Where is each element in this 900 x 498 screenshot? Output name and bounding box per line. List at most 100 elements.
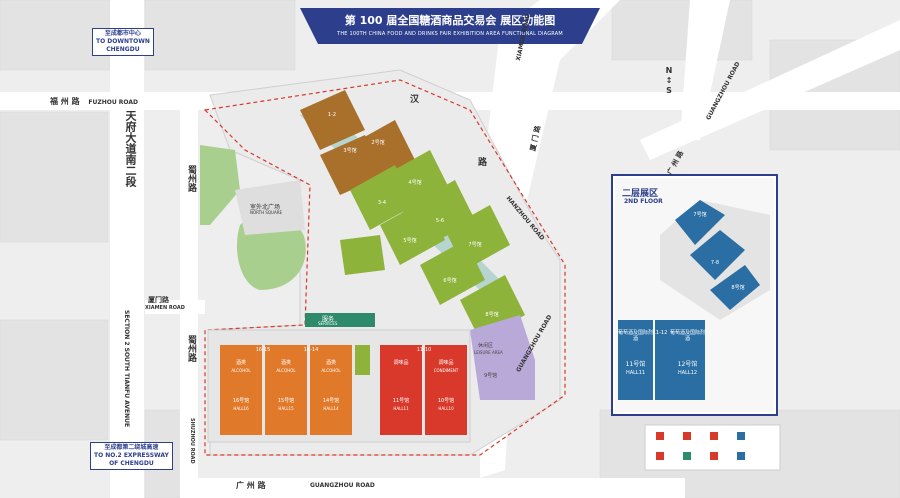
title-en: THE 100TH CHINA FOOD AND DRINKS FAIR EXH…	[337, 31, 563, 37]
expressway-cn: 至成都第二绕城高速	[104, 444, 159, 451]
floor2-hall-label: 葡萄酒及国际烈酒	[618, 330, 654, 342]
bottom-hall-number-en: HALL16	[233, 406, 249, 411]
bottom-hall-cn: 酒类	[280, 360, 291, 366]
tianfu-avenue-cn: 天府大道南二段	[124, 110, 137, 187]
north-square	[235, 180, 305, 235]
floor2-hall	[675, 200, 725, 245]
compass-arrow-icon: ↕	[665, 76, 673, 85]
expressway-en1: TO NO.2 EXPRESSWAY	[94, 452, 169, 459]
compass: N ↕ S	[663, 66, 675, 96]
bottom-hall-number-en: HALL15	[278, 406, 294, 411]
leisure-area	[470, 315, 535, 400]
top-hall-label: 3号馆	[343, 148, 357, 154]
hanzhou-road-cn-a: 汉	[410, 95, 420, 105]
top-hall-label: 5-6	[435, 218, 445, 224]
hall-block	[425, 345, 467, 435]
guangzhou-road-cn: 广 州 路	[236, 481, 266, 490]
hall-block	[265, 345, 307, 435]
floor2-hall	[670, 320, 705, 400]
floor2-hall-span: 11-12	[652, 330, 668, 336]
traffic-route	[203, 79, 566, 456]
top-halls	[300, 90, 525, 340]
floor2-hall	[618, 320, 653, 400]
small-hall	[340, 235, 385, 275]
floor2-hall	[690, 230, 745, 280]
tianfu-avenue-en: SECTION 2 SOUTH TIANFU AVENUE	[123, 310, 130, 428]
fuzhou-road-cn: 福 州 路	[50, 97, 80, 106]
legend-icons	[656, 432, 745, 460]
top-hall-label: 1-2	[327, 112, 337, 118]
bottom-hall-en: CONDIMENT	[433, 368, 459, 373]
leisure-area-hall: 9号馆	[484, 373, 498, 379]
bottom-hall-number-en: HALL14	[323, 406, 339, 411]
hall-block	[300, 90, 365, 150]
bottom-hall-number: 15号馆	[277, 398, 295, 404]
services-label-en: SERVICES	[318, 321, 338, 326]
map-title: 第 100 届全国糖酒商品交易会 展区功能图 THE 100TH CHINA F…	[300, 8, 600, 44]
downtown-en1: TO DOWNTOWN	[96, 38, 150, 45]
bottom-hall-cn: 调味品	[438, 360, 454, 366]
services-block	[305, 313, 375, 327]
expressway-sign: 至成都第二绕城高速 TO NO.2 EXPRESSWAY OF CHENGDU	[90, 442, 173, 470]
fuzhou-road-en: FUZHOU ROAD	[88, 99, 138, 106]
bottom-hall-en: ALCOHOL	[231, 368, 251, 373]
top-hall-label: 2号馆	[371, 140, 385, 146]
compass-n: N	[665, 66, 673, 75]
top-hall-label: 8号馆	[485, 312, 499, 318]
bottom-hall-number-en: HALL11	[393, 406, 409, 411]
floor2-hall	[710, 265, 760, 310]
bottom-hall-number: 11号馆	[392, 398, 410, 404]
floor2-hall-label: 葡萄酒及国际烈酒	[670, 330, 706, 342]
floor2-top-hall: 7号馆	[693, 212, 707, 218]
park-area	[200, 145, 240, 225]
bottom-hall-cn: 酒类	[325, 360, 336, 366]
downtown-sign: 至成都市中心 TO DOWNTOWN CHENGDU	[92, 28, 154, 56]
floor2-top-span: 7-8	[710, 260, 720, 266]
downtown-cn: 至成都市中心	[104, 30, 141, 37]
floor2-top-hall: 8号馆	[731, 285, 745, 291]
bottom-hall-en: ALCOHOL	[321, 368, 341, 373]
hall-block	[310, 345, 352, 435]
bottom-hall-cn: 酒类	[235, 360, 246, 366]
bottom-hall-number-en: HALL10	[438, 406, 454, 411]
guangzhou-road-en: GUANGZHOU ROAD	[310, 482, 375, 489]
top-hall-label: 5号馆	[403, 238, 417, 244]
fuzhou-road-label: 福 州 路 FUZHOU ROAD	[50, 96, 138, 107]
title-cn: 第 100 届全国糖酒商品交易会 展区功能图	[344, 14, 556, 27]
bottom-halls	[220, 345, 467, 435]
xiamen-road-cn: 厦门路	[148, 296, 169, 304]
shuzhou-road-cn-2: 蜀州路	[186, 335, 196, 362]
top-hall-label: 7号馆	[468, 242, 482, 248]
hanzhou-road-cn-b: 路	[478, 158, 488, 168]
legend-panel	[644, 424, 781, 471]
hall-block	[220, 345, 262, 435]
floor2-hall-number: 12号馆	[677, 361, 698, 368]
leisure-area-cn: 休闲区	[478, 343, 494, 349]
top-hall-label: 4号馆	[408, 180, 422, 186]
second-floor-subtitle: 2ND FLOOR	[624, 198, 663, 205]
bottom-hall-number: 14号馆	[322, 398, 340, 404]
bottom-hall-number: 16号馆	[232, 398, 250, 404]
services-label: 服务	[322, 316, 335, 323]
top-hall-label: 3-4	[377, 200, 387, 206]
shuzhou-road-en: SHUZHOU ROAD	[189, 418, 195, 464]
north-square-en: NORTH SQUARE	[250, 210, 283, 215]
bottom-hall-span: 15-14	[303, 347, 319, 353]
bottom-hall-span: 11-10	[416, 347, 432, 353]
hall-block	[380, 345, 422, 435]
hall-block	[445, 205, 510, 270]
bottom-hall-en: ALCOHOL	[276, 368, 296, 373]
floor2-hall-number: 11号馆	[625, 361, 646, 368]
second-floor-title: 二层展区	[622, 189, 659, 199]
top-hall-label: 6号馆	[443, 278, 457, 284]
downtown-en2: CHENGDU	[106, 46, 140, 53]
leisure-area-en: LEISURE AREA	[474, 350, 503, 355]
north-square-cn: 室外北广场	[250, 204, 281, 211]
compass-s: S	[666, 86, 672, 95]
floor2-hall-number-en: HALL12	[677, 370, 698, 376]
floor2-halls	[618, 200, 760, 400]
bottom-hall-number: 10号馆	[437, 398, 455, 404]
